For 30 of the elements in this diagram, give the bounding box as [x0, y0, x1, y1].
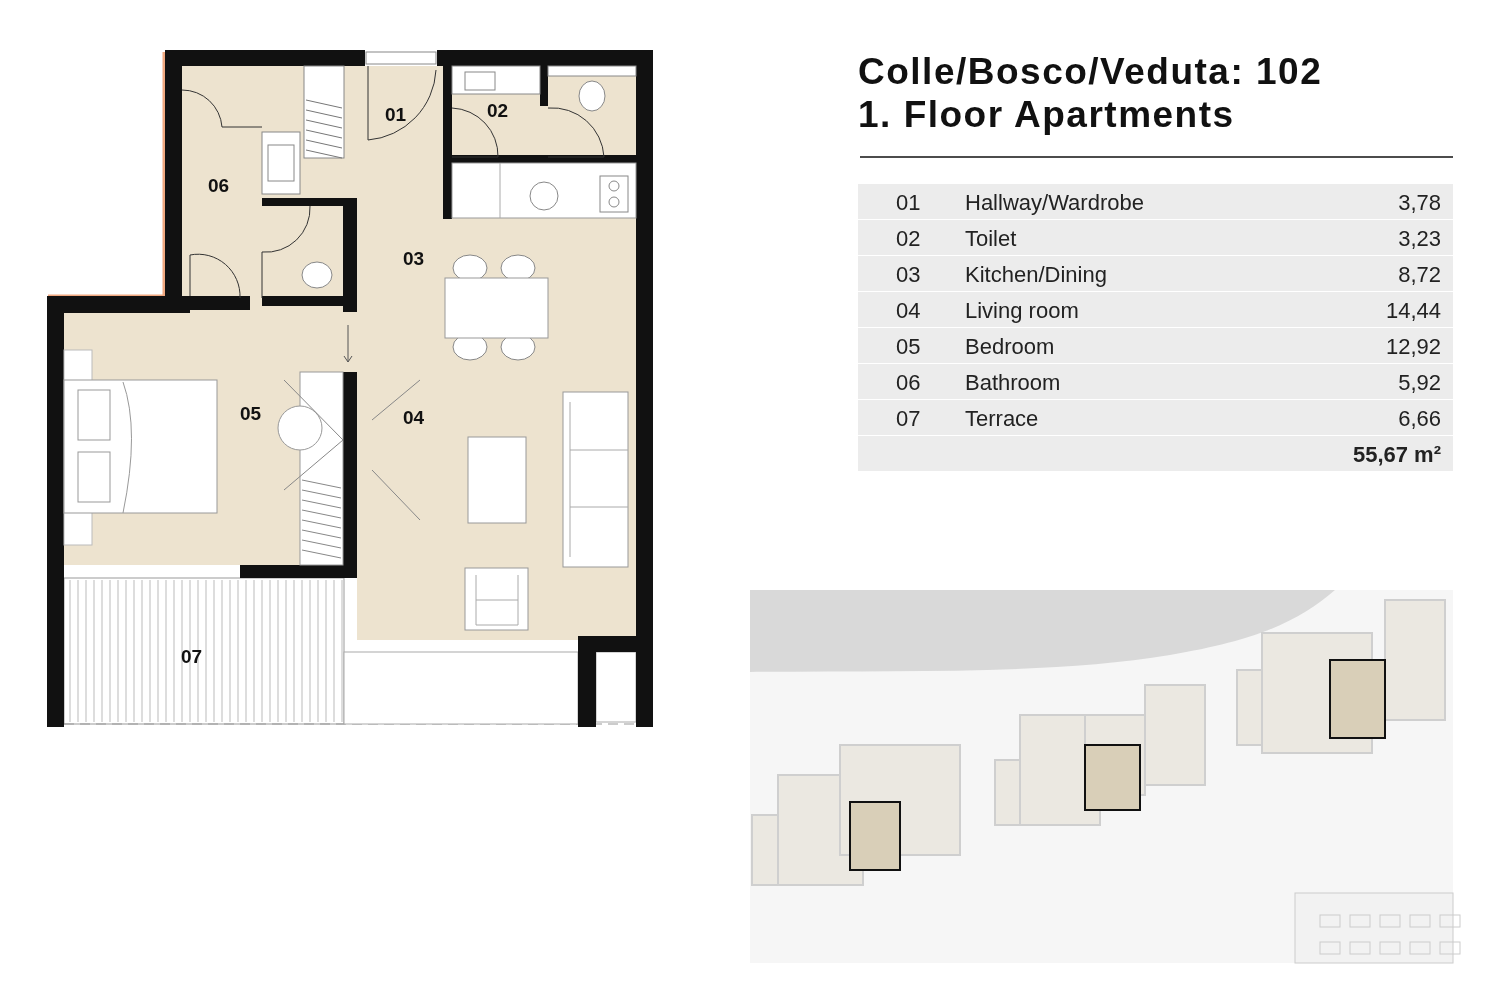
room-area: 8,72 [1398, 262, 1441, 288]
title: Colle/Bosco/Veduta: 102 1. Floor Apartments [858, 50, 1324, 136]
room-number: 06 [208, 175, 230, 197]
room-name: Hallway/Wardrobe [965, 190, 1144, 216]
room-number: 04 [403, 407, 425, 429]
room-area: 3,23 [1398, 226, 1441, 252]
room-area: 12,92 [1385, 334, 1441, 360]
room-number: 03 [896, 262, 921, 288]
room-area: 5,92 [1398, 370, 1441, 396]
room-number: 05 [896, 334, 921, 360]
room-area: 6,66 [1398, 406, 1441, 432]
room-name: Toilet [965, 226, 1017, 252]
room-area: 14,44 [1385, 298, 1441, 324]
total-area: 55,67 m² [1352, 442, 1441, 468]
room-number: 07 [896, 406, 921, 432]
room-number: 01 [896, 190, 921, 216]
room-number: 01 [385, 104, 407, 126]
room-number: 04 [896, 298, 921, 324]
room-name: Living room [965, 298, 1079, 324]
room-number: 03 [403, 248, 425, 270]
room-name: Kitchen/Dining [965, 262, 1107, 288]
room-number: 06 [896, 370, 921, 396]
room-name: Terrace [965, 406, 1039, 432]
room-area: 3,78 [1398, 190, 1441, 216]
room-number: 02 [487, 100, 509, 122]
room-name: Bathroom [965, 370, 1061, 396]
room-name: Bedroom [965, 334, 1055, 360]
room-number: 05 [240, 403, 262, 425]
room-number: 07 [181, 646, 203, 668]
room-number: 02 [896, 226, 921, 252]
